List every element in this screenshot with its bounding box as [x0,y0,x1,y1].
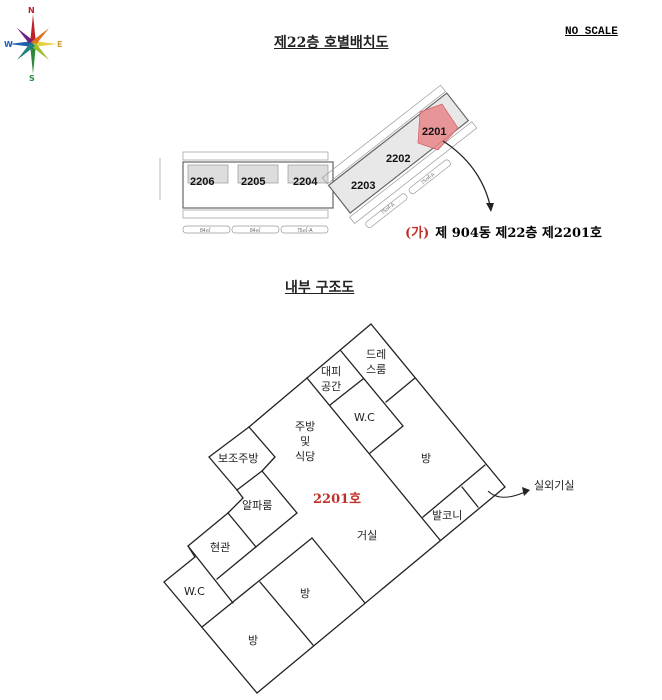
unit-label-2201: 2201 [422,126,447,138]
room-balcony: 발코니 [432,509,463,522]
unit-label-2202: 2202 [386,153,411,165]
area-tag: 84㎡ [200,228,211,234]
room-bedroom-middle: 방 [300,587,311,600]
unit-label-2205: 2205 [241,176,266,188]
room-wc-top: W.C [354,411,375,424]
outdoor-unit-room-label: 실외기실 [534,479,575,492]
compass-rose-icon [9,14,57,74]
room-dress-room: 드레 스룸 [366,348,387,376]
unit-label-2204: 2204 [293,176,318,188]
room-bedroom-bottom: 방 [248,634,259,647]
caption-mark: (가) [405,226,430,241]
interior-plan-title: 내부 구조도 [285,280,355,296]
caption-text: 제 904동 제22층 제2201호 [435,226,603,241]
compass-west: W [4,40,13,49]
room-wc-bottom: W.C [184,585,205,598]
compass-north: N [28,6,35,15]
unit-label-2203: 2203 [351,180,376,192]
scale-note: NO SCALE [565,26,618,38]
room-bedroom-right: 방 [421,452,432,465]
room-alpha-room: 알파룸 [242,499,273,512]
unit-label-2206: 2206 [190,176,215,188]
room-evacuation-space: 대피 공간 [321,365,342,393]
room-kitchen-dining: 주방 및 식당 [295,420,316,463]
layout-plan-drawing [159,84,478,234]
interior-unit-label: 2201호 [313,492,362,507]
area-tag: 84㎡ [250,228,261,234]
outdoor-unit-arrow-icon [487,490,526,498]
pointer-arrow-icon [442,140,491,206]
layout-plan-title: 제22층 호별배치도 [274,35,389,51]
room-entrance: 현관 [210,541,231,554]
area-tag: 75㎡-A [297,228,313,234]
compass-south: S [29,74,35,83]
unit-caption: (가) 제 904동 제22층 제2201호 [405,222,602,241]
room-aux-kitchen: 보조주방 [218,452,259,465]
room-living-room: 거실 [357,529,378,542]
compass-east: E [57,40,63,49]
floor-plan-walls [163,323,506,694]
